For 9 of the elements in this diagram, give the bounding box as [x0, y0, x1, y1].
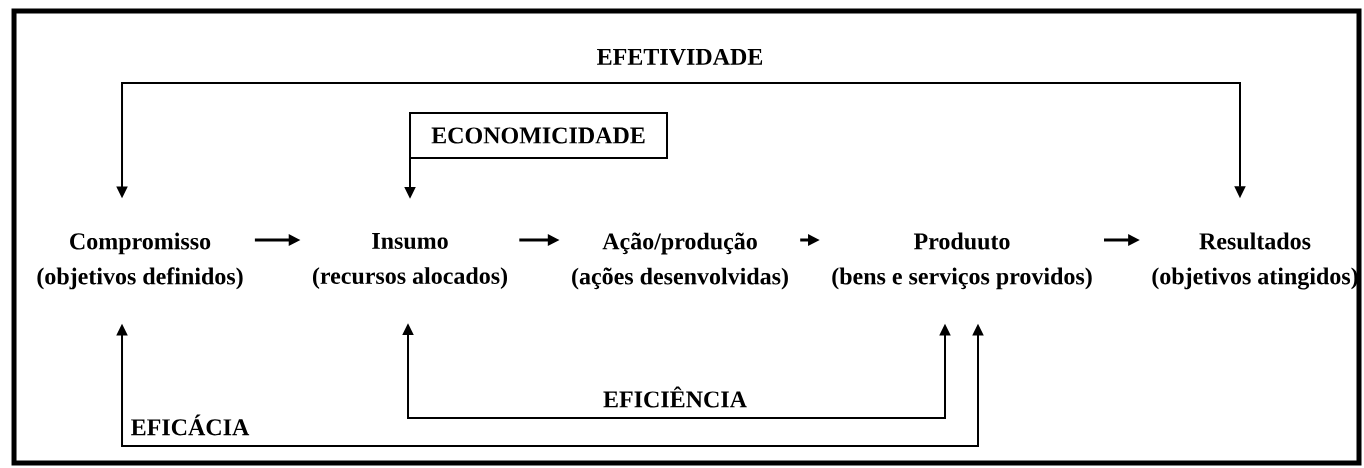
- stage-text: Compromisso (objetivos definidos): [37, 232, 243, 290]
- edge-label: EFETIVIDADE: [594, 46, 766, 68]
- stage-text: Resultados (objetivos atingidos): [1152, 232, 1358, 290]
- stage-text: Produuto (bens e serviços providos): [832, 232, 1092, 290]
- stage-text: Insumo (recursos alocados): [312, 233, 508, 289]
- edge-label: EFICÁCIA: [128, 412, 252, 438]
- label-box: ECONOMICIDADE: [409, 112, 668, 159]
- edge-label: EFICIÊNCIA: [601, 384, 749, 410]
- stage-text: Ação/produção (ações desenvolvidas): [572, 232, 788, 290]
